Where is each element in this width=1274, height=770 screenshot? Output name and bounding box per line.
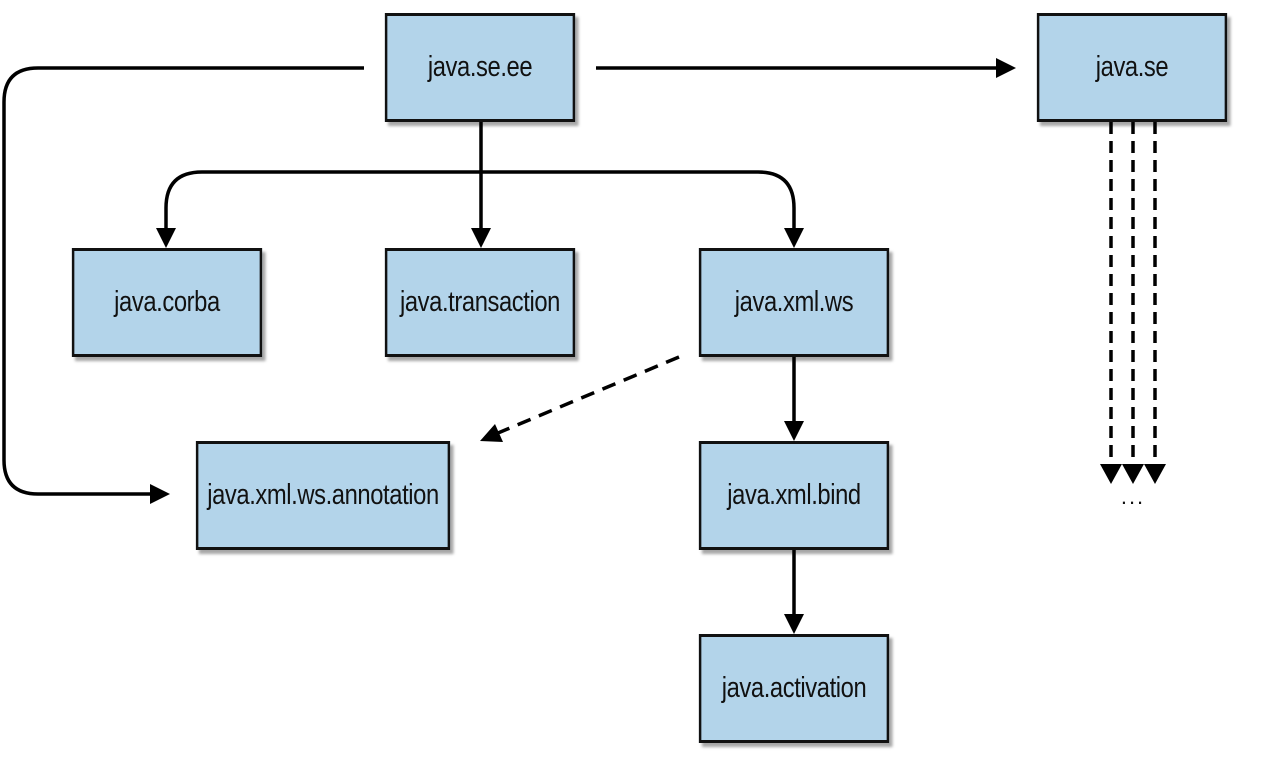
arrowhead xyxy=(1122,464,1144,484)
module-java-transaction: java.transaction xyxy=(384,248,576,357)
module-java-xml-ws: java.xml.ws xyxy=(698,248,890,357)
module-label: java.corba xyxy=(114,286,220,318)
arrowhead xyxy=(784,228,804,248)
arrowhead xyxy=(156,228,176,248)
module-label: java.se.ee xyxy=(427,51,533,83)
edge-ws-to-annotation-dashed xyxy=(497,355,680,435)
module-label: java.xml.bind xyxy=(727,479,861,511)
arrowhead xyxy=(480,424,503,442)
edge-se-ee-to-corba-and-ws xyxy=(164,170,796,232)
module-java-se-ee: java.se.ee xyxy=(384,13,576,122)
module-java-xml-bind: java.xml.bind xyxy=(698,441,890,550)
arrowhead xyxy=(784,421,804,441)
module-java-corba: java.corba xyxy=(71,248,263,357)
module-label: java.se xyxy=(1095,51,1169,83)
arrowhead xyxy=(150,484,170,504)
module-label: java.xml.ws.annotation xyxy=(207,479,439,511)
arrowhead xyxy=(784,614,804,634)
arrowhead xyxy=(1144,464,1166,484)
module-label: java.activation xyxy=(721,672,867,704)
edge-se-ee-to-annotation xyxy=(2,66,364,496)
arrowhead xyxy=(471,228,491,248)
module-java-xml-ws-annotation: java.xml.ws.annotation xyxy=(195,441,451,550)
module-java-activation: java.activation xyxy=(698,634,890,743)
module-label: java.transaction xyxy=(399,286,561,318)
arrowhead xyxy=(1100,464,1122,484)
more-modules-indicator: ... xyxy=(1120,484,1146,509)
module-java-se: java.se xyxy=(1036,13,1228,122)
module-label: java.xml.ws xyxy=(734,286,854,318)
arrowhead xyxy=(996,58,1016,78)
